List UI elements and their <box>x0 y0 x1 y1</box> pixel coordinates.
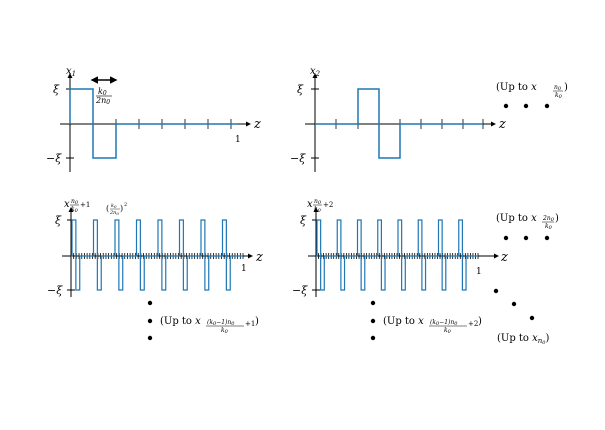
p4-diagonal-dots <box>493 288 535 321</box>
svg-text:k0: k0 <box>314 206 322 214</box>
p3-neg-xi: −ξ <box>47 284 63 297</box>
p4-row-dots <box>503 235 550 241</box>
p4-upto-label: (Up to x (k0−1)n0 k0 +2 ) <box>383 316 482 335</box>
p2-xi: ξ <box>297 83 304 96</box>
p3-period-label: ( k0 2n0 ) 2 <box>106 202 127 216</box>
p3-signal <box>71 219 243 291</box>
p4-xi: ξ <box>300 214 307 227</box>
svg-text:(Up to xn0): (Up to xn0) <box>497 333 549 346</box>
p4-z: z <box>500 250 508 265</box>
svg-text:): ) <box>120 204 123 213</box>
p4-upto2-label: (Up to x 2n0 k0 ) <box>496 213 559 231</box>
p4-label-sub: n0 k0 +2 <box>313 198 333 214</box>
p1-label: x1 <box>66 66 76 78</box>
svg-text:): ) <box>555 213 559 224</box>
p1-width-label: k0 2n0 <box>95 87 112 106</box>
p2-continuation-dots <box>503 103 550 109</box>
panel-x1: x1 ξ −ξ z 1 k0 2n0 <box>46 66 261 172</box>
svg-text:2n0: 2n0 <box>109 210 119 216</box>
p2-z: z <box>498 117 506 132</box>
svg-text:n0: n0 <box>554 84 562 92</box>
panel-x-n0k0-plus1: x n0 k0 +1 ( k0 2n0 ) 2 ξ −ξ z 1 (Up to … <box>47 198 263 341</box>
p3-label-sub: n0 k0 +1 <box>70 198 90 214</box>
svg-text:+2: +2 <box>323 201 333 209</box>
p2-neg-xi: −ξ <box>290 152 306 165</box>
svg-text:(Up to x: (Up to x <box>496 82 537 93</box>
svg-text:k0: k0 <box>221 327 229 335</box>
p4-label: x <box>307 199 313 210</box>
p3-upto-label: (Up to x (k0−1)n0 k0 +1 ) <box>160 316 259 335</box>
svg-text:(k0−1)n0: (k0−1)n0 <box>207 319 235 327</box>
p1-neg-xi: −ξ <box>46 152 62 165</box>
p3-one: 1 <box>241 264 247 274</box>
p3-label: x <box>64 199 70 210</box>
svg-text:k0: k0 <box>111 203 117 209</box>
svg-text:n0: n0 <box>314 198 322 206</box>
svg-text:k0: k0 <box>98 87 107 97</box>
svg-text:2n0: 2n0 <box>95 96 110 106</box>
p4-signal <box>316 219 478 291</box>
svg-text:2n0: 2n0 <box>542 215 555 223</box>
svg-text:n0: n0 <box>71 198 79 206</box>
p2-label: x2 <box>310 66 321 78</box>
svg-text:(Up to x: (Up to x <box>160 316 201 327</box>
svg-text:k0: k0 <box>545 223 553 231</box>
svg-text:): ) <box>255 316 259 327</box>
p1-z: z <box>253 117 261 132</box>
p3-z: z <box>255 250 263 265</box>
panel-x2: x2 ξ −ξ z (Up to x n0 k0 ) <box>290 66 568 172</box>
svg-text:(: ( <box>106 204 109 213</box>
svg-text:(k0−1)n0: (k0−1)n0 <box>430 319 458 327</box>
p2-signal <box>315 88 483 159</box>
p4-continuation-dots <box>370 300 376 341</box>
svg-text:(Up to x: (Up to x <box>496 213 537 224</box>
svg-text:): ) <box>564 82 568 93</box>
p3-continuation-dots <box>147 300 153 341</box>
svg-text:k0: k0 <box>71 206 79 214</box>
p4-one: 1 <box>476 267 482 277</box>
svg-text:k0: k0 <box>444 327 452 335</box>
p1-signal <box>69 88 238 159</box>
svg-text:2: 2 <box>124 202 127 208</box>
svg-text:k0: k0 <box>555 92 563 100</box>
p3-xi: ξ <box>55 214 62 227</box>
p2-upto-label: (Up to x n0 k0 ) <box>496 82 568 100</box>
svg-text:): ) <box>478 316 482 327</box>
svg-text:(Up to x: (Up to x <box>383 316 424 327</box>
p1-xi: ξ <box>53 83 60 96</box>
svg-text:+1: +1 <box>80 201 90 209</box>
p4-neg-xi: −ξ <box>292 284 308 297</box>
panel-x-n0k0-plus2: x n0 k0 +2 ξ −ξ z 1 (Up to x (k0−1)n0 k0… <box>292 198 559 346</box>
svg-text:+1: +1 <box>245 320 255 328</box>
svg-text:+2: +2 <box>468 320 478 328</box>
p4-last-label: (Up to xn0) <box>497 333 549 346</box>
p1-one: 1 <box>235 135 241 145</box>
